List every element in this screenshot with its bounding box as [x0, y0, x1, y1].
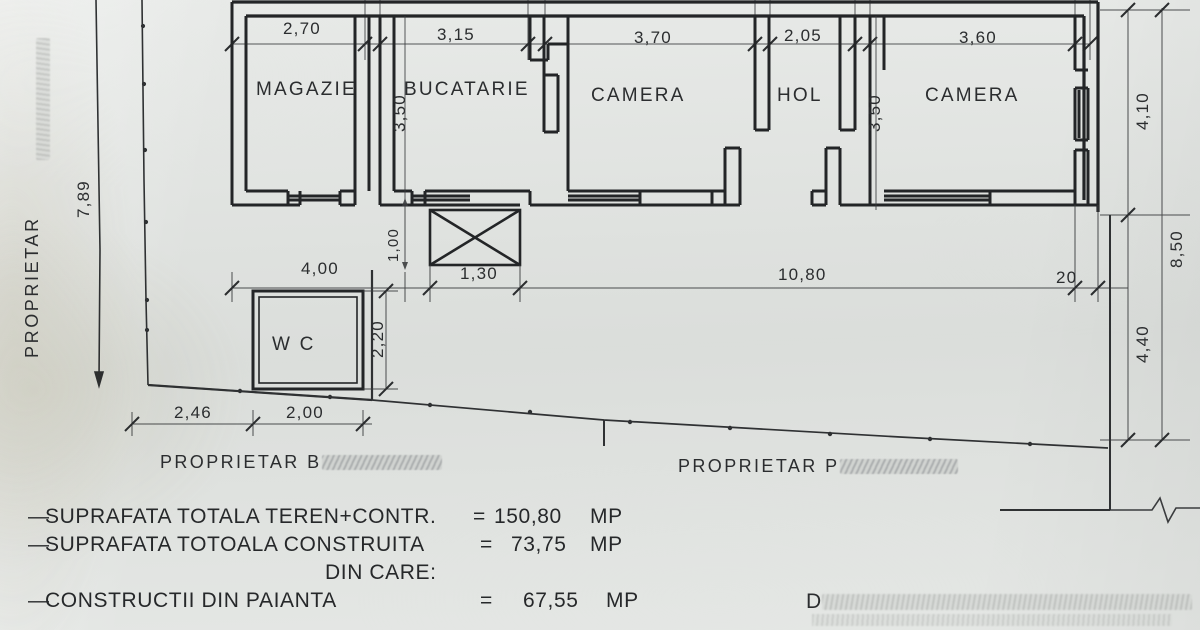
dimension-label-7-89: 7,89 [74, 180, 93, 218]
note-paianta-prefix: — [28, 589, 50, 612]
owner-label-bottom-left-text: PROPRIETAR [160, 452, 300, 472]
owner-name-left-redacted [36, 38, 50, 160]
dimension-label-10-80: 10,80 [778, 265, 827, 284]
owner-label-bottom-right-text: PROPRIETAR [678, 456, 818, 476]
dimension-interior-heights [404, 16, 877, 210]
owner-name-bottom-right-initial: P [825, 456, 840, 476]
dimension-label-2-00: 2,00 [286, 403, 324, 422]
room-label-hol: HOL [777, 85, 823, 106]
entry-terrace-box [428, 208, 522, 267]
note-construita-text: SUPRAFATA TOTOALA CONSTRUITA [45, 533, 425, 556]
footer-redacted-line: D [806, 590, 1192, 614]
dimension-entry-depth [402, 198, 408, 270]
dimension-label-8-50: 8,50 [1167, 230, 1186, 268]
room-label-magazie: MAGAZIE [256, 79, 357, 100]
note-din-care-text: DIN CARE: [325, 561, 437, 584]
note-paianta-text: CONSTRUCTII DIN PAIANTA [45, 589, 337, 612]
note-paianta-eq: = [480, 589, 493, 612]
note-teren-prefix: — [28, 505, 50, 528]
dimension-label-3-70: 3,70 [634, 28, 672, 47]
dimension-label-3-50-right: 3,50 [865, 94, 884, 132]
room-outline-hol [810, 14, 857, 207]
note-construita-value: 73,75 [511, 533, 567, 556]
dimension-line-middle [231, 205, 1128, 302]
survey-points-left [140, 23, 150, 333]
dimension-label-1-30: 1,30 [460, 264, 498, 283]
room-label-wc: W C [272, 334, 316, 355]
room-label-camera-2: CAMERA [925, 85, 1020, 106]
note-row-teren: — SUPRAFATA TOTALA TEREN+CONTR. = 150,80… [28, 505, 708, 533]
property-boundary-left [93, 0, 105, 389]
dimension-wc-height [363, 290, 398, 390]
dimension-label-4-40: 4,40 [1133, 325, 1152, 363]
property-boundary-inner [141, 0, 149, 386]
room-outline-wc [251, 289, 365, 391]
room-outline-camera-2 [840, 14, 1098, 207]
room-outline-bucatarie [378, 14, 570, 207]
dimension-label-3-15: 3,15 [437, 25, 475, 44]
dimension-label-2-05: 2,05 [784, 26, 822, 45]
owner-label-bottom-left: PROPRIETAR B [160, 452, 442, 473]
footer-redacted-block [821, 594, 1192, 610]
owner-name-bottom-right-redacted [839, 459, 958, 474]
dimension-line-bottom [131, 410, 372, 436]
dimension-label-4-00: 4,00 [301, 259, 339, 278]
dimension-label-3-50-left: 3,50 [390, 94, 409, 132]
note-construita-eq: = [480, 533, 493, 556]
right-lower-tail [1000, 215, 1111, 511]
dimension-label-20: 20 [1056, 268, 1078, 287]
note-paianta-unit: MP [606, 589, 639, 612]
note-construita-unit: MP [590, 533, 623, 556]
owner-name-bottom-left-redacted [321, 455, 442, 470]
footer-redacted-block-2 [812, 614, 1172, 626]
dimension-label-4-10: 4,10 [1133, 92, 1152, 130]
dimension-label-2-70: 2,70 [283, 19, 321, 38]
note-construita-prefix: — [28, 533, 50, 556]
note-teren-eq: = [473, 505, 486, 528]
dimension-lines-right [1100, 8, 1190, 441]
note-row-din-care: DIN CARE: [28, 561, 708, 589]
note-teren-value: 150,80 [494, 505, 562, 528]
room-outline-magazie [230, 2, 371, 207]
room-label-camera-1: CAMERA [591, 85, 686, 106]
owner-label-bottom-right: PROPRIETAR P [678, 456, 958, 477]
owner-name-bottom-left-initial: B [307, 452, 322, 472]
note-teren-text: SUPRAFATA TOTALA TEREN+CONTR. [45, 505, 437, 528]
note-teren-unit: MP [590, 505, 623, 528]
notes-block: — SUPRAFATA TOTALA TEREN+CONTR. = 150,80… [28, 505, 708, 617]
yard-outline [147, 270, 374, 402]
note-row-paianta: — CONSTRUCTII DIN PAIANTA = 67,55 MP [28, 589, 708, 617]
room-label-bucatarie: BUCATARIE [404, 79, 530, 100]
break-line-symbol [1000, 496, 1200, 524]
dimension-label-2-20: 2,20 [368, 320, 387, 358]
dimension-label-3-60: 3,60 [959, 28, 997, 47]
dimension-label-2-46: 2,46 [174, 403, 212, 422]
note-paianta-value: 67,55 [523, 589, 579, 612]
owner-label-left: PROPRIETAR [22, 216, 42, 358]
note-row-construita: — SUPRAFATA TOTOALA CONSTRUITA = 73,75 M… [28, 533, 708, 561]
footer-redacted-initial: D [806, 590, 822, 613]
dimension-label-1-00: 1,00 [385, 228, 402, 262]
room-outline-camera-1 [530, 14, 771, 207]
